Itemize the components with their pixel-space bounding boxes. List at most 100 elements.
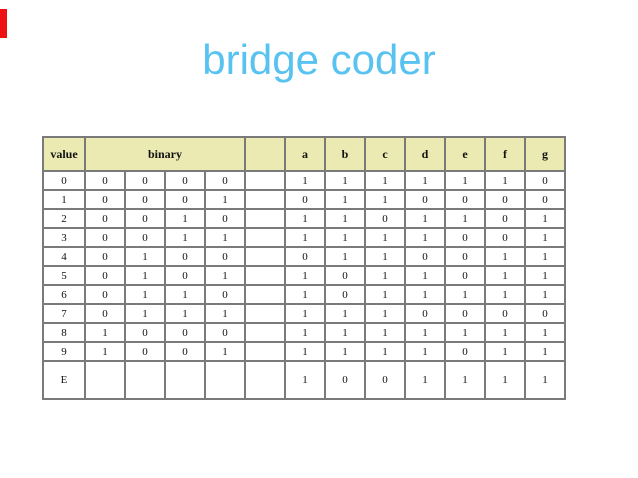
- table-header: value binary a b c d e f g: [42, 136, 566, 172]
- spacer-cell: [244, 170, 286, 191]
- binary-bit-cell: 0: [164, 189, 206, 210]
- value-cell: 7: [42, 303, 86, 324]
- header-spacer: [244, 136, 286, 172]
- header-segment-d: d: [404, 136, 446, 172]
- segment-bit-cell: 1: [524, 360, 566, 400]
- binary-bit-cell: 0: [84, 265, 126, 286]
- segment-bit-cell: 1: [284, 341, 326, 362]
- header-value: value: [42, 136, 86, 172]
- segment-bit-cell: 0: [484, 189, 526, 210]
- value-cell: 6: [42, 284, 86, 305]
- binary-bit-cell: 0: [124, 322, 166, 343]
- segment-bit-cell: 1: [284, 170, 326, 191]
- segment-bit-cell: 1: [364, 322, 406, 343]
- segment-bit-cell: 0: [444, 246, 486, 267]
- segment-bit-cell: 1: [324, 170, 366, 191]
- binary-bit-cell: 1: [204, 189, 246, 210]
- header-segment-e: e: [444, 136, 486, 172]
- segment-bit-cell: 0: [324, 284, 366, 305]
- segment-bit-cell: 1: [364, 265, 406, 286]
- binary-bit-cell: 0: [84, 246, 126, 267]
- binary-bit-cell: 0: [204, 170, 246, 191]
- binary-bit-cell: 0: [84, 170, 126, 191]
- binary-bit-cell: 0: [164, 341, 206, 362]
- segment-bit-cell: 1: [484, 265, 526, 286]
- segment-bit-cell: 1: [324, 189, 366, 210]
- value-cell: 5: [42, 265, 86, 286]
- segment-bit-cell: 1: [484, 246, 526, 267]
- segment-bit-cell: 1: [364, 227, 406, 248]
- segment-bit-cell: 0: [524, 189, 566, 210]
- binary-bit-cell: 1: [164, 208, 206, 229]
- value-cell: 3: [42, 227, 86, 248]
- segment-bit-cell: 1: [444, 322, 486, 343]
- segment-bit-cell: 0: [324, 265, 366, 286]
- segment-bit-cell: 0: [284, 246, 326, 267]
- segment-bit-cell: 1: [284, 303, 326, 324]
- header-binary: binary: [84, 136, 246, 172]
- value-cell: 8: [42, 322, 86, 343]
- spacer-cell: [244, 265, 286, 286]
- binary-bit-cell: 0: [84, 284, 126, 305]
- header-segment-c: c: [364, 136, 406, 172]
- binary-bit-cell: 0: [164, 265, 206, 286]
- header-segment-a: a: [284, 136, 326, 172]
- binary-bit-cell: 0: [204, 322, 246, 343]
- binary-bit-cell: 1: [84, 322, 126, 343]
- binary-bit-cell: 1: [204, 341, 246, 362]
- segment-bit-cell: 0: [484, 208, 526, 229]
- value-cell: 2: [42, 208, 86, 229]
- segment-bit-cell: 1: [404, 227, 446, 248]
- binary-bit-cell: 1: [124, 284, 166, 305]
- segment-bit-cell: 1: [524, 246, 566, 267]
- segment-bit-cell: 0: [364, 208, 406, 229]
- binary-bit-cell: 0: [204, 208, 246, 229]
- segment-bit-cell: 1: [284, 284, 326, 305]
- binary-bit-cell: [164, 360, 206, 400]
- value-cell: 0: [42, 170, 86, 191]
- segment-bit-cell: 1: [404, 208, 446, 229]
- segment-bit-cell: 0: [444, 265, 486, 286]
- segment-bit-cell: 0: [444, 303, 486, 324]
- segment-bit-cell: 1: [324, 322, 366, 343]
- binary-bit-cell: [124, 360, 166, 400]
- segment-bit-cell: 0: [444, 341, 486, 362]
- segment-bit-cell: 1: [364, 246, 406, 267]
- segment-bit-cell: 1: [444, 170, 486, 191]
- spacer-cell: [244, 189, 286, 210]
- segment-bit-cell: 1: [324, 208, 366, 229]
- binary-bit-cell: 1: [204, 265, 246, 286]
- segment-bit-cell: 1: [324, 246, 366, 267]
- binary-bit-cell: 0: [84, 208, 126, 229]
- segment-bit-cell: 1: [404, 341, 446, 362]
- segment-bit-cell: 1: [364, 170, 406, 191]
- segment-bit-cell: 1: [364, 341, 406, 362]
- segment-bit-cell: 1: [444, 360, 486, 400]
- segment-bit-cell: 1: [484, 284, 526, 305]
- binary-bit-cell: 1: [164, 303, 206, 324]
- segment-bit-cell: 1: [524, 265, 566, 286]
- binary-bit-cell: 1: [84, 341, 126, 362]
- value-cell: E: [42, 360, 86, 400]
- binary-bit-cell: 0: [124, 189, 166, 210]
- segment-bit-cell: 1: [404, 170, 446, 191]
- segment-bit-cell: 0: [364, 360, 406, 400]
- segment-bit-cell: 1: [484, 341, 526, 362]
- segment-bit-cell: 0: [324, 360, 366, 400]
- binary-bit-cell: 0: [124, 208, 166, 229]
- segment-bit-cell: 1: [364, 303, 406, 324]
- binary-bit-cell: 1: [204, 227, 246, 248]
- segment-bit-cell: 1: [484, 360, 526, 400]
- segment-bit-cell: 1: [524, 341, 566, 362]
